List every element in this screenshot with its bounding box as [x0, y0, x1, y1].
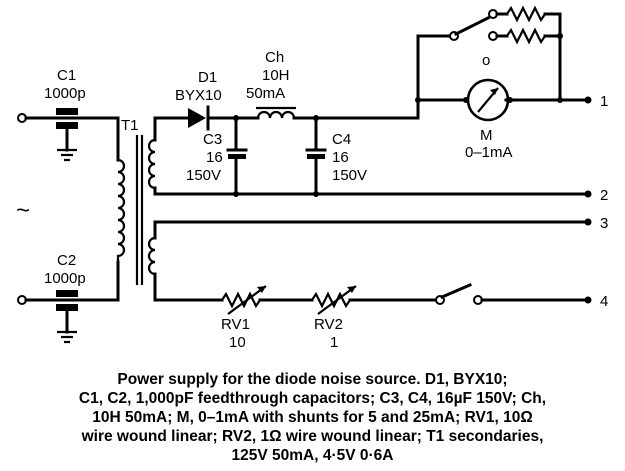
d1-ref: D1 [198, 69, 217, 86]
d1-value: BYX10 [175, 87, 222, 104]
ch-inductance: 10H [262, 67, 290, 84]
c4-capacitor [305, 148, 327, 159]
meter-range: 0–1mA [465, 144, 513, 161]
junction-shunt [557, 33, 563, 39]
shunt-resistor-1 [506, 5, 546, 23]
meter-switch-mark: o [482, 52, 490, 69]
terminal-label-1: 1 [600, 93, 608, 110]
c3-ref: C3 [203, 131, 222, 148]
rv1-arrowhead [257, 286, 266, 293]
meter-ref: M [480, 127, 493, 144]
terminal-label-2: 2 [600, 187, 608, 204]
ac-symbol: ~ [16, 197, 30, 224]
c3-cap: 16 [206, 149, 223, 166]
t1-primary-coil [116, 158, 126, 264]
rv1-value: 10 [229, 334, 246, 351]
c1-value: 1000p [44, 85, 86, 102]
shunt-resistor-2 [506, 27, 546, 45]
caption-line-2: C1, C2, 1,000pF feedthrough capacitors; … [78, 390, 547, 407]
lt-switch-arm [440, 283, 472, 299]
c4-ref: C4 [332, 131, 351, 148]
caption-line-4: wire wound linear; RV2, 1Ω wire wound li… [81, 428, 544, 445]
rv1-ref: RV1 [221, 316, 250, 333]
c4-cap: 16 [332, 149, 349, 166]
c1-feedthrough-capacitor [56, 108, 78, 162]
t1-ref: T1 [121, 117, 139, 134]
output-terminal-4 [584, 296, 592, 304]
junction-c3-bottom [233, 191, 239, 197]
c2-feedthrough-capacitor [56, 290, 78, 344]
ch-ref: Ch [265, 49, 284, 66]
c4-volt: 150V [332, 167, 367, 184]
rv2-arrow [317, 285, 357, 315]
c2-ref: C2 [57, 252, 76, 269]
rv1-arrow [227, 285, 267, 315]
terminal-label-3: 3 [600, 215, 608, 232]
caption-line-3: 10H 50mA; M, 0–1mA with shunts for 5 and… [92, 409, 533, 426]
switch-arm [453, 15, 491, 37]
junction-meter-right [557, 97, 563, 103]
rv2-value: 1 [330, 334, 338, 351]
d1-diode [188, 105, 210, 131]
rv2-resistor [311, 291, 351, 309]
t1-secondary-1-coil [147, 138, 156, 190]
caption-line-5: 125V 50mA, 4·5V 0·6A [231, 447, 394, 464]
rv2-ref: RV2 [314, 316, 343, 333]
figure-caption: Power supply for the diode noise source.… [0, 370, 625, 465]
ch-current: 50mA [246, 85, 285, 102]
c3-volt: 150V [186, 167, 221, 184]
output-terminal-1 [584, 96, 592, 104]
c1-ref: C1 [57, 67, 76, 84]
output-terminal-3 [584, 218, 592, 226]
t1-secondary-2-coil [147, 236, 156, 276]
terminal-label-4: 4 [600, 293, 608, 310]
rv2-arrowhead [347, 286, 356, 293]
choke-coil [256, 110, 296, 119]
caption-line-1: Power supply for the diode noise source.… [117, 371, 508, 388]
rv1-resistor [221, 291, 261, 309]
junction-c4-bottom [313, 191, 319, 197]
output-terminal-2 [584, 190, 592, 198]
c3-capacitor [226, 148, 248, 159]
c2-value: 1000p [44, 270, 86, 287]
